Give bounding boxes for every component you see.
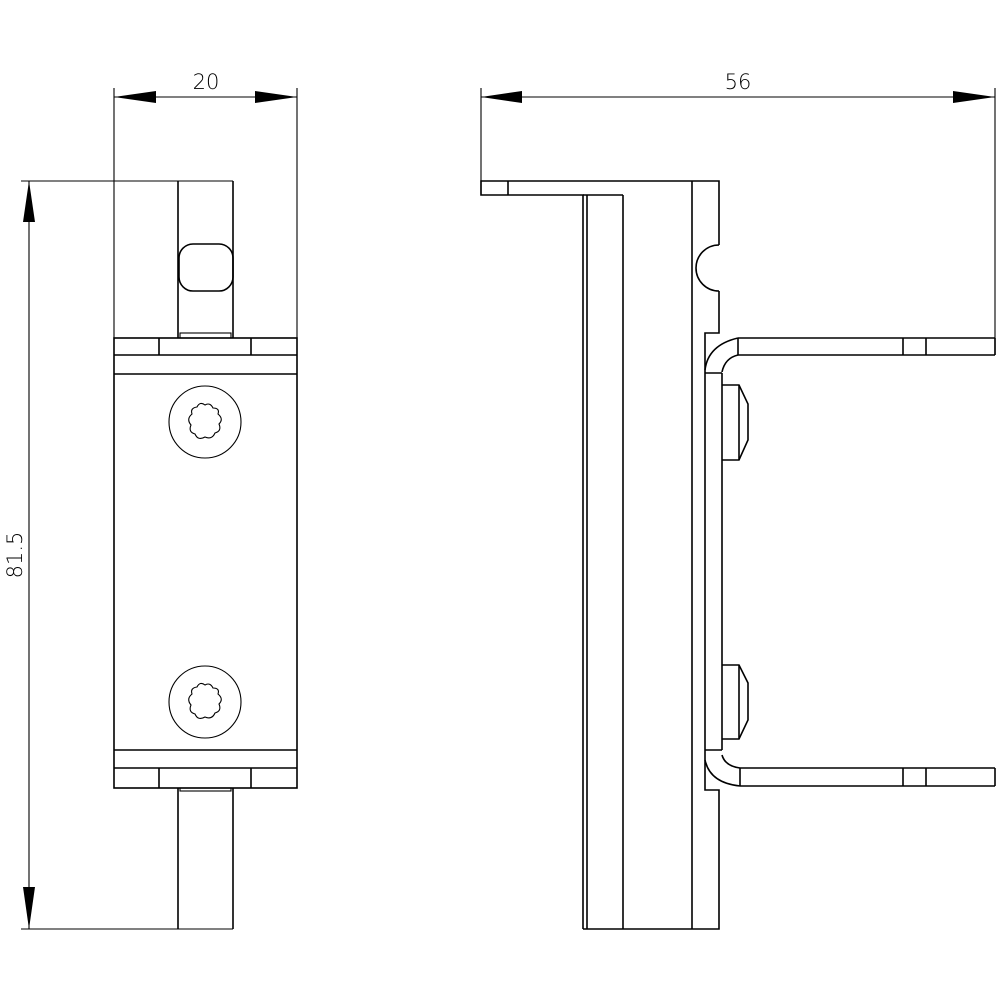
screw-head [722,664,749,740]
dimension-label-81-5: 81.5 [3,532,27,579]
notch [695,244,720,292]
arrow-down-icon [23,887,35,929]
arrow-right-icon [953,91,995,103]
torx-screw-icon [168,385,242,459]
upper-stem [177,181,234,339]
slot-opening [178,243,234,292]
side-view: 56 [480,70,996,930]
screw-head [722,384,749,461]
body-outline [583,291,720,930]
dimension-width-20: 20 [113,70,298,340]
lower-bracket [704,664,996,787]
front-view: 20 81.5 [3,70,298,930]
dimension-width-56: 56 [480,70,996,355]
lower-stem [177,787,234,929]
dimension-height-81-5: 81.5 [3,180,233,930]
clamp-body [113,337,298,789]
arrow-left-icon [114,91,156,103]
upper-bracket [704,337,996,750]
top-flange [480,180,720,929]
arrow-up-icon [23,181,35,222]
dimension-label-20: 20 [193,70,220,94]
arrow-right-icon [255,91,297,103]
arrow-left-icon [481,91,522,103]
dimension-label-56: 56 [725,70,752,94]
torx-screw-icon [168,665,242,739]
